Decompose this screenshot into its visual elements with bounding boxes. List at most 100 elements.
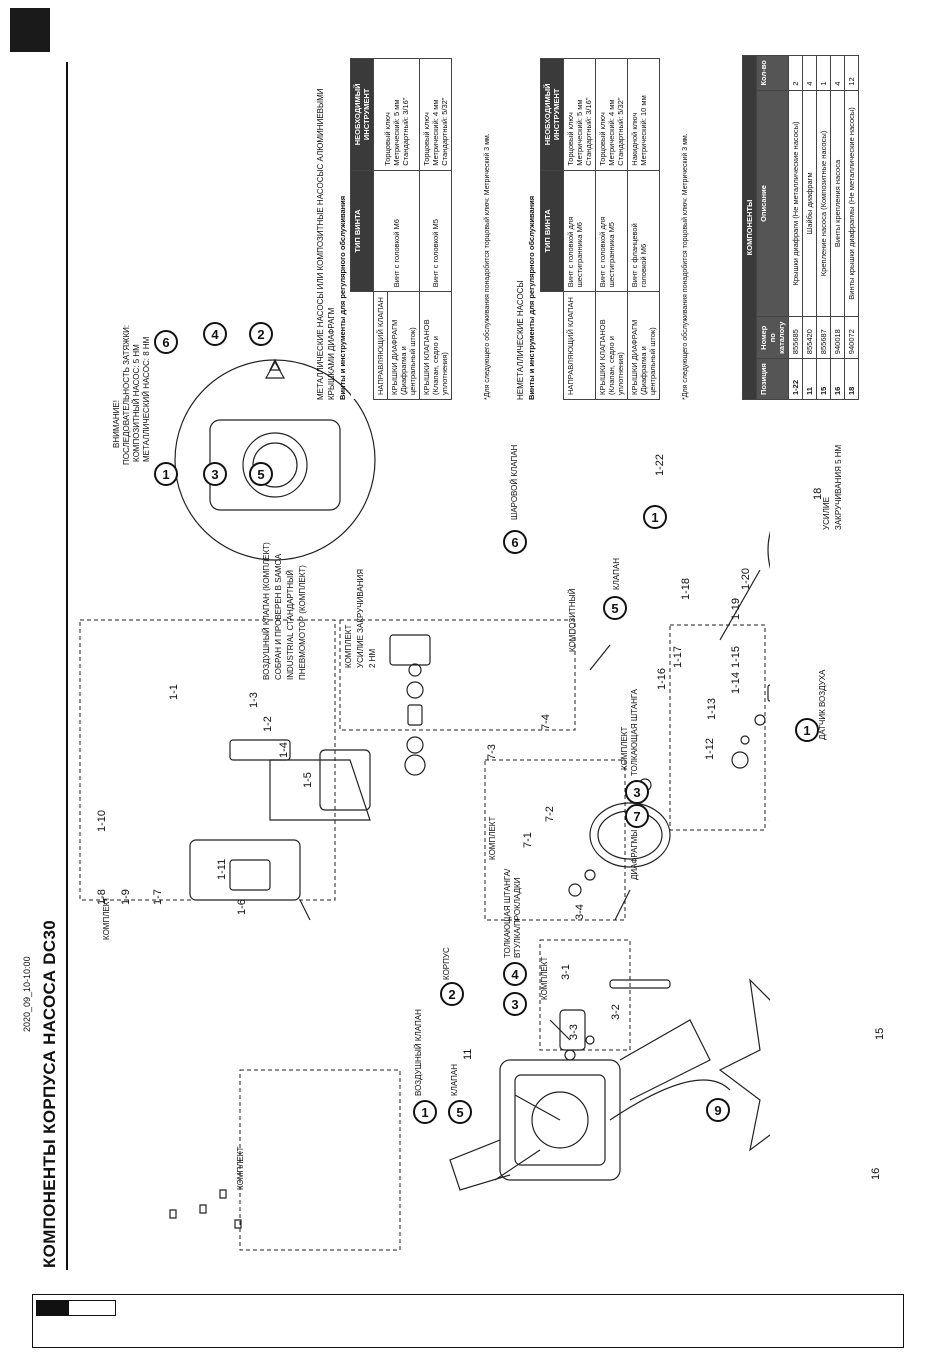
nonmetal-note: *Для следующего обслуживания понадобится…	[682, 133, 689, 400]
components-header-desc: Описание	[756, 90, 789, 317]
callout-w6: 6	[154, 330, 178, 354]
label-diaphragm-kit: КОМПЛЕКТ	[488, 816, 497, 860]
part-callout-1-6: 1-6	[236, 899, 248, 915]
label-push-rod-kit: КОМПЛЕКТ	[620, 726, 629, 770]
label-air-sensor: ДАТЧИК ВОЗДУХА	[818, 669, 827, 740]
callout-w1: 1	[154, 462, 178, 486]
margin-rule	[66, 62, 68, 1270]
nonmetal-part-1: КРЫШКИ КЛАПАНОВ (Клапан, седло и уплотне…	[595, 291, 628, 400]
part-callout-1-1: 1-1	[168, 684, 180, 700]
kit-box-air-valve	[79, 619, 336, 901]
corner-marker	[10, 8, 50, 52]
metal-title-1: КРЫШКАМИ ДИАФРАГМ	[327, 307, 336, 400]
part-callout-1-20: 1-20	[740, 567, 752, 590]
nonmetal-screw-2: Винт с фланцевой головкой М6	[627, 170, 660, 292]
warning-1: ПОСЛЕДОВАТЕЛЬНОСТЬ ЗАТЯЖКИ:	[122, 324, 131, 465]
part-callout-1-12: 1-12	[704, 737, 716, 760]
part-callout-3-2: 3-2	[610, 1004, 622, 1020]
nonmetal-part-0: НАПРАВЛЯЮЩИЙ КЛАПАН	[563, 291, 596, 400]
callout-9: 9	[706, 1098, 730, 1122]
label-korpus: КОРПУС	[442, 947, 451, 980]
part-callout-7-4: 7-4	[540, 714, 552, 730]
diaphragm-cover	[767, 530, 770, 570]
part-callout-7-3: 7-3	[486, 744, 498, 760]
label-diaphragms: ДИАФРАГМЫ	[630, 829, 639, 880]
components-cell-4-3: 12	[844, 55, 859, 91]
label-klapan: КЛАПАН	[612, 557, 621, 590]
part-callout-15: 15	[874, 1027, 886, 1040]
footer-box	[32, 1294, 904, 1348]
callout-3: 3	[503, 992, 527, 1016]
part-callout-1-22: 1-22	[654, 453, 666, 476]
label-air-valve: ВОЗДУШНЫЙ КЛАПАН	[414, 1009, 423, 1096]
part-callout-18: 18	[812, 487, 824, 500]
callout-4: 4	[503, 962, 527, 986]
part-callout-3-3: 3-3	[568, 1024, 580, 1040]
part-callout-1-5: 1-5	[302, 772, 314, 788]
components-cell-2-3: 1	[816, 55, 831, 91]
part-callout-1-3: 1-3	[248, 692, 260, 708]
air-valve-note-1: СОБРАН И ПРОВЕРЕН В SAMOA	[274, 553, 283, 680]
components-cell-2-0: 15	[816, 358, 831, 400]
components-header-cat: Номер по каталогу	[756, 316, 789, 359]
part-callout-1-10: 1-10	[96, 809, 108, 832]
kit-box-diaphragm	[484, 759, 626, 921]
metal-table-wrap: ТИП ВИНТА НЕОБХОДИМЫЙ ИНСТРУМЕНТ НАПРАВЛ…	[350, 58, 452, 400]
callout-7: 7	[625, 804, 649, 828]
part-callout-1-16: 1-16	[656, 667, 668, 690]
nonmetal-tool-2: Накидной ключ Метрический: 10 мм	[627, 58, 660, 171]
nonmetal-header-screw: ТИП ВИНТА	[540, 170, 564, 292]
callout-1-cover: 1	[643, 505, 667, 529]
metal-subtitle: Винты и инструменты для регулярного обсл…	[338, 195, 347, 400]
warning-2: КОМПОЗИТНЫЙ НАСОС: 5 НМ	[132, 344, 141, 462]
nonmetal-screw-0: Винт с головкой для шестигранника М6	[563, 170, 596, 292]
kit-box-valve	[339, 619, 576, 731]
label-klapan2: КЛАПАН	[450, 1063, 459, 1096]
label-kit-left: КОМПЛЕКТ	[236, 1146, 245, 1190]
callout-w4: 4	[203, 322, 227, 346]
nonmetal-tool-0: Торцовый ключ Метрический: 5 мм Стандарт…	[563, 58, 596, 171]
callout-6: 6	[503, 530, 527, 554]
callout-5b: 5	[603, 596, 627, 620]
components-header-pos: Позиция	[756, 358, 789, 400]
air-valve-note-3: ПНЕВМОМОТОР (КОМПЛЕКТ)	[298, 565, 307, 680]
screws-16	[169, 1189, 242, 1229]
components-title: КОМПОНЕНТЫ	[742, 55, 757, 400]
part-callout-3-1: 3-1	[560, 964, 572, 980]
components-header-qty: Кол-во	[756, 55, 789, 91]
components-cell-4-0: 18	[844, 358, 859, 400]
warning-0: ВНИМАНИЕ!	[112, 400, 121, 448]
components-table-wrap: КОМПОНЕНТЫ Позиция Номер по каталогу Опи…	[742, 55, 859, 400]
nonmetal-part-2: КРЫШКИ ДИАФРАГМ (Диафрагма и центральный…	[627, 291, 660, 400]
components-table: КОМПОНЕНТЫ Позиция Номер по каталогу Опи…	[742, 55, 859, 400]
label-composite: КОМПОЗИТНЫЙ	[568, 588, 577, 652]
nonmetal-table: ТИП ВИНТА НЕОБХОДИМЫЙ ИНСТРУМЕНТ НАПРАВЛ…	[540, 58, 660, 400]
nonmetal-header-tool: НЕОБХОДИМЫЙ ИНСТРУМЕНТ	[540, 58, 564, 171]
part-callout-1-13: 1-13	[706, 697, 718, 720]
components-cell-4-2: Винты крышки диафрагмы (Не металлические…	[844, 90, 859, 317]
label-torque-0: УСИЛИЕ	[822, 497, 831, 530]
components-cell-0-2: Крышки диафрагм (Не металлические насосы…	[788, 90, 803, 317]
components-cell-1-0: 11	[802, 358, 817, 400]
metal-screw-0: Винт с головкой М6	[373, 170, 420, 292]
metal-title-0: МЕТАЛЛИЧЕСКИЕ НАСОСЫ ИЛИ КОМПОЗИТНЫЕ НАС…	[316, 88, 325, 400]
part-callout-16: 16	[870, 1167, 882, 1180]
kit-box-air-sensor	[669, 624, 766, 831]
components-cell-2-1: 855687	[816, 316, 831, 359]
pump-mount	[718, 978, 770, 1152]
components-cell-1-2: Шайбы диафрагм	[802, 90, 817, 317]
kit-box-air-valve-complete	[239, 1069, 401, 1251]
page-tab	[36, 1300, 116, 1316]
part-callout-1-7: 1-7	[152, 889, 164, 905]
nonmetal-screw-1: Винт с головкой для шестигранника М5	[595, 170, 628, 292]
components-cell-3-3: 4	[830, 55, 845, 91]
part-callout-1-11: 1-11	[216, 858, 228, 880]
metal-part-2: КРЫШКИ КЛАПАНОВ (Клапан, седло и уплотне…	[419, 291, 452, 400]
metal-part-0: НАПРАВЛЯЮЩИЙ КЛАПАН	[373, 291, 388, 400]
page-date: 2020_09_10-10:00	[22, 956, 32, 1032]
callout-w5: 5	[249, 462, 273, 486]
